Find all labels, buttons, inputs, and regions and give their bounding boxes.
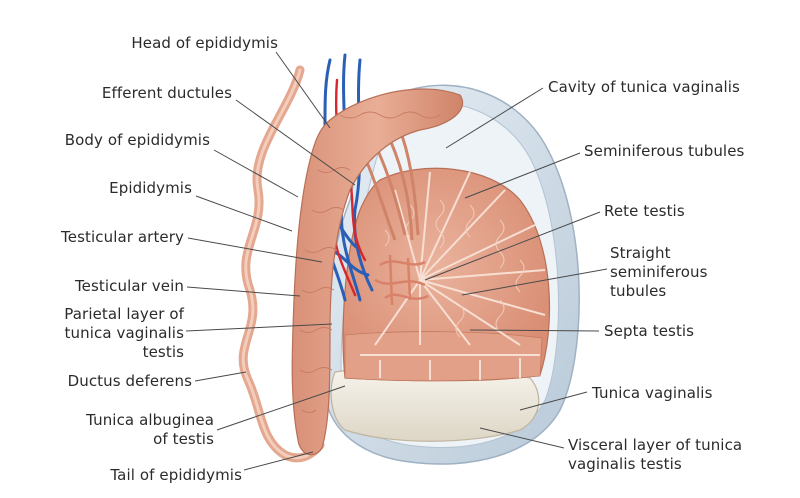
label-seminiferous-tubules: Seminiferous tubules bbox=[584, 142, 745, 160]
label-visceral-layer: Visceral layer of tunica vaginalis testi… bbox=[568, 436, 790, 474]
label-testicular-vein: Testicular vein bbox=[74, 277, 184, 295]
visceral-line-1: Visceral layer of tunica bbox=[568, 436, 743, 454]
epididymis bbox=[291, 88, 464, 456]
leader-lines-right bbox=[424, 87, 608, 449]
label-rete-testis: Rete testis bbox=[604, 202, 685, 220]
parietal-line-3: testis bbox=[142, 343, 184, 361]
label-tunica-vaginalis: Tunica vaginalis bbox=[592, 384, 713, 402]
albuginea-line-2: of testis bbox=[153, 430, 214, 448]
label-head-of-epididymis: Head of epididymis bbox=[131, 34, 278, 52]
label-tunica-albuginea: Tunica albuginea of testis bbox=[50, 411, 214, 449]
albuginea-line-1: Tunica albuginea bbox=[86, 411, 214, 429]
parietal-line-1: Parietal layer of bbox=[64, 305, 184, 323]
straight-line-2: seminiferous bbox=[610, 263, 708, 281]
label-parietal-layer: Parietal layer of tunica vaginalis testi… bbox=[26, 305, 184, 362]
label-tail-of-epididymis: Tail of epididymis bbox=[110, 466, 242, 484]
ductus-highlight bbox=[241, 68, 322, 460]
label-efferent-ductules: Efferent ductules bbox=[101, 84, 232, 102]
label-body-of-epididymis: Body of epididymis bbox=[64, 131, 210, 149]
epididymis-coils bbox=[299, 111, 441, 413]
label-septa-testis: Septa testis bbox=[604, 322, 695, 340]
label-testicular-artery: Testicular artery bbox=[61, 228, 184, 246]
seminiferous-tubules bbox=[384, 199, 525, 338]
label-cavity-of-tunica-vaginalis: Cavity of tunica vaginalis bbox=[548, 78, 740, 96]
straight-line-3: tubules bbox=[610, 282, 667, 300]
lower-lobules bbox=[344, 331, 543, 382]
straight-line-1: Straight bbox=[610, 244, 671, 262]
label-straight-seminiferous-tubules: Straight seminiferous tubules bbox=[610, 244, 750, 301]
parietal-line-2: tunica vaginalis bbox=[64, 324, 184, 342]
rete-testis bbox=[374, 254, 429, 306]
label-ductus-deferens: Ductus deferens bbox=[67, 372, 192, 390]
label-epididymis: Epididymis bbox=[109, 179, 192, 197]
visceral-line-2: vaginalis testis bbox=[568, 455, 682, 473]
leader-lines-left bbox=[185, 51, 356, 471]
